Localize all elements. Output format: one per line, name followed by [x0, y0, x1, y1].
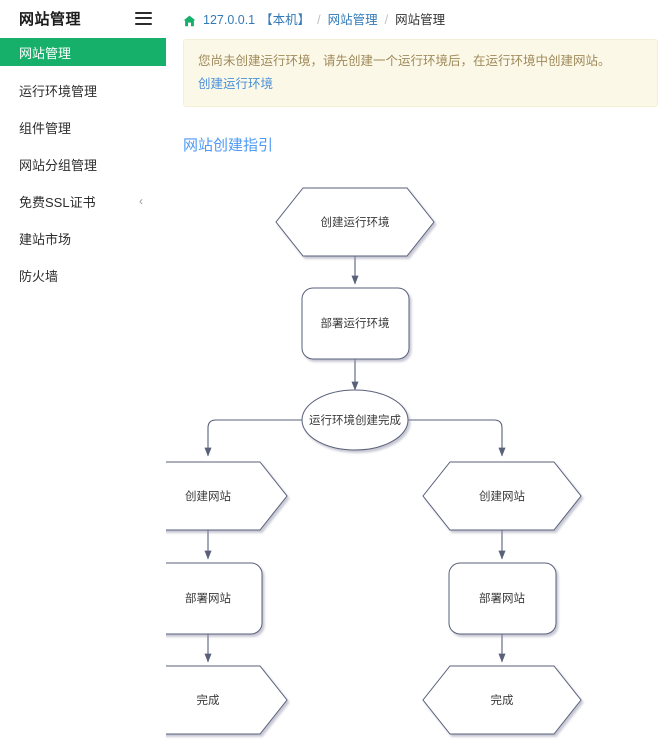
breadcrumb-current: 网站管理 [395, 13, 446, 27]
hamburger-bar [135, 11, 152, 14]
rounded-rect-shape [448, 562, 557, 635]
hamburger-icon[interactable] [135, 11, 152, 25]
chevron-left-icon: ‹ [139, 194, 143, 208]
flow-node-label: 完成 [197, 693, 220, 707]
alert-message: 您尚未创建运行环境，请先创建一个运行环境后，在运行环境中创建网站。 [198, 54, 611, 68]
flow-node-label: 完成 [491, 693, 514, 707]
flow-node-create-env[interactable]: 创建运行环境 [275, 187, 435, 257]
flow-node-create-site-right[interactable]: 创建网站 [422, 461, 582, 531]
flow-node-create-site-left[interactable]: 创建网站 [166, 461, 288, 531]
edge-env-done-to-create-site-right [408, 419, 506, 457]
flow-node-deploy-env[interactable]: 部署运行环境 [301, 287, 410, 360]
sidebar-item-label: 防火墙 [19, 268, 59, 284]
flow-node-label: 部署运行环境 [321, 316, 390, 330]
sidebar-item-runtime-management[interactable]: 运行环境管理 [0, 76, 166, 104]
hexagon-shape [166, 461, 288, 531]
warning-alert: 您尚未创建运行环境，请先创建一个运行环境后，在运行环境中创建网站。 创建运行环境 [183, 39, 658, 107]
sidebar-item-website-management[interactable]: 网站管理 [0, 38, 166, 66]
flow-node-label: 创建网站 [479, 489, 525, 503]
sidebar-item-firewall[interactable]: 防火墙 [0, 261, 166, 289]
sidebar-header: 网站管理 [0, 0, 166, 36]
flow-node-label: 创建运行环境 [321, 215, 390, 229]
flow-node-finish-left[interactable]: 完成 [166, 665, 288, 735]
ellipse-shape [301, 389, 409, 451]
flow-node-deploy-site-left[interactable]: 部署网站 [166, 562, 263, 635]
breadcrumb-host-suffix: 【本机】 [260, 13, 311, 27]
flow-node-label: 部署网站 [479, 591, 525, 605]
page-title: 网站创建指引 [183, 137, 274, 154]
sidebar-item-label: 运行环境管理 [19, 83, 98, 99]
flow-node-label: 创建网站 [185, 489, 231, 503]
sidebar-item-label: 网站管理 [19, 45, 72, 61]
website-creation-flowchart: 创建运行环境 部署运行环境 运行环境创建完成 创建网站 部署网站 [166, 168, 659, 751]
sidebar-item-website-group-management[interactable]: 网站分组管理 [0, 150, 166, 178]
sidebar-item-label: 网站分组管理 [19, 157, 98, 173]
sidebar-item-label: 建站市场 [19, 231, 72, 247]
hexagon-shape [422, 461, 582, 531]
sidebar-item-label: 免费SSL证书 [19, 194, 96, 210]
hexagon-shape [166, 665, 288, 735]
breadcrumb: 127.0.0.1 【本机】 / 网站管理 / 网站管理 [166, 0, 659, 28]
rounded-rect-shape [301, 287, 410, 360]
sidebar-item-label: 组件管理 [19, 120, 72, 136]
sidebar-title: 网站管理 [19, 10, 82, 28]
edge-env-done-to-create-site-left [204, 419, 302, 457]
hexagon-shape [422, 665, 582, 735]
hamburger-bar [135, 22, 152, 25]
hexagon-shape [275, 187, 435, 257]
breadcrumb-host[interactable]: 127.0.0.1 [203, 13, 256, 27]
breadcrumb-parent[interactable]: 网站管理 [327, 13, 378, 27]
hamburger-bar [135, 17, 152, 19]
home-icon [183, 15, 196, 27]
flow-node-finish-right[interactable]: 完成 [422, 665, 582, 735]
sidebar-nav: 网站管理 运行环境管理 组件管理 网站分组管理 免费SSL证书 ‹ 建站市场 防… [0, 38, 166, 289]
flow-node-deploy-site-right[interactable]: 部署网站 [448, 562, 557, 635]
create-runtime-environment-link[interactable]: 创建运行环境 [198, 77, 274, 91]
flow-node-env-done[interactable]: 运行环境创建完成 [301, 389, 409, 451]
rounded-rect-shape [166, 562, 263, 635]
sidebar-item-website-market[interactable]: 建站市场 [0, 224, 166, 252]
flow-node-label: 运行环境创建完成 [309, 413, 401, 427]
main-content: 127.0.0.1 【本机】 / 网站管理 / 网站管理 您尚未创建运行环境，请… [166, 0, 659, 751]
sidebar: 网站管理 网站管理 运行环境管理 组件管理 网站分组管理 免费SSL证书 ‹ 建… [0, 0, 166, 751]
breadcrumb-separator: / [317, 13, 321, 27]
breadcrumb-separator: / [384, 13, 389, 27]
sidebar-item-component-management[interactable]: 组件管理 [0, 113, 166, 141]
sidebar-item-free-ssl-certificate[interactable]: 免费SSL证书 ‹ [0, 187, 166, 215]
flow-node-label: 部署网站 [185, 591, 231, 605]
